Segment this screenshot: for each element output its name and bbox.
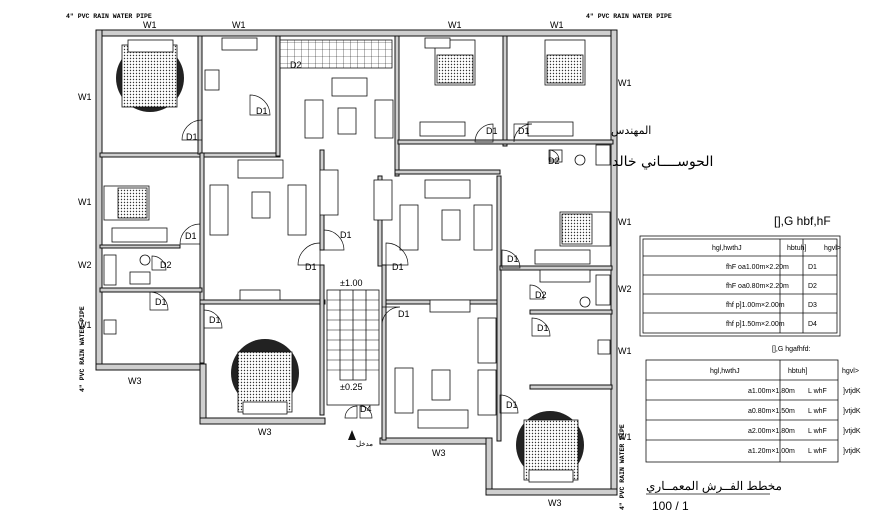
bed-top-right-2 [527, 39, 586, 137]
label-d1: D1 [155, 297, 167, 307]
windows-header-1: hgl,hwthJ [710, 368, 740, 375]
pipe-label-top-left: 4" PVC RAIN WATER PIPE [66, 13, 152, 20]
doors-row-3-code: D3 [808, 302, 817, 309]
windows-row-3-mat: ]vtjdK [843, 428, 861, 435]
label-d1: D1 [392, 262, 404, 272]
drawing-scale: 100 / 1 [652, 499, 689, 513]
windows-row-1-type: L whF [808, 388, 827, 395]
windows-row-2-mat: ]vtjdK [843, 408, 861, 415]
windows-row-2-size: a0.80m×1.50m [748, 408, 795, 415]
doors-row-1-desc: fhF oa1.00m×2.20m [726, 264, 789, 271]
doors-row-1-code: D1 [808, 264, 817, 271]
label-w3: W3 [128, 376, 142, 386]
engineer-label: المهندس [611, 124, 651, 137]
pipe-label-top-right: 4" PVC RAIN WATER PIPE [586, 13, 672, 20]
staircase [326, 289, 380, 406]
bed-top-right-1 [419, 39, 476, 137]
label-d1: D1 [506, 400, 518, 410]
windows-header-3: hgvl> [842, 368, 859, 375]
label-d1: D1 [209, 315, 221, 325]
label-d1: D1 [398, 309, 410, 319]
label-w2: W2 [78, 260, 92, 270]
bathroom-fixtures [103, 144, 611, 355]
label-w1: W1 [618, 217, 632, 227]
entrance-marker: مدخل [348, 430, 373, 448]
label-w1: W1 [78, 92, 92, 102]
label-d4: D4 [360, 404, 372, 414]
label-d2: D2 [160, 260, 172, 270]
label-d1: D1 [518, 126, 530, 136]
windows-row-3-size: a2.00m×1.80m [748, 428, 795, 435]
bed-top-left [116, 39, 184, 112]
doors-header-2: hbtuh] [787, 245, 807, 252]
label-w1: W1 [78, 320, 92, 330]
label-d1: D1 [305, 262, 317, 272]
doors-schedule: [],G hbf,hF hgl,hwthJ hbtuh] hgvl> fhF o… [639, 214, 841, 337]
label-w3: W3 [548, 498, 562, 508]
label-d1: D1 [256, 106, 268, 116]
light-well-grid [279, 39, 393, 69]
label-w1: W1 [143, 20, 157, 30]
pipe-label-right-vertical: 4" PVC RAIN WATER PIPE [619, 424, 626, 510]
label-w1: W1 [618, 432, 632, 442]
label-w1: W1 [550, 20, 564, 30]
label-d1: D1 [537, 323, 549, 333]
label-d1: D1 [185, 231, 197, 241]
doors-row-4-code: D4 [808, 321, 817, 328]
label-d1: D1 [507, 254, 519, 264]
label-w1: W1 [232, 20, 246, 30]
label-w1: W1 [618, 78, 632, 88]
doors-row-3-desc: fhf p]1.00m×2.00m [726, 302, 785, 309]
doors-row-4-desc: fhf p]1.50m×2.00m [726, 321, 785, 328]
bed-left-middle [103, 185, 168, 243]
entrance-label: مدخل [356, 440, 373, 448]
window-labels: W1 W1 W1 W1 W1 W1 W2 W1 W1 W1 W2 W1 W1 W… [78, 20, 632, 508]
windows-header-2: hbtuh] [788, 368, 808, 375]
label-d1: D1 [486, 126, 498, 136]
drawing-title: مخطط الفــرش المعمــاري [646, 479, 782, 493]
doors-row-2-desc: fhF oa0.80m×2.20m [726, 283, 789, 290]
label-w1: W1 [448, 20, 462, 30]
doors-header-1: hgl,hwthJ [712, 245, 742, 252]
windows-row-3-type: L whF [808, 428, 827, 435]
label-w3: W3 [258, 427, 272, 437]
living-room-furniture [204, 37, 497, 429]
label-w1: W1 [78, 197, 92, 207]
doors-header-3: hgvl> [824, 245, 841, 252]
level-upper: ±1.00 [340, 278, 362, 288]
label-w1: W1 [618, 346, 632, 356]
windows-row-2-type: L whF [808, 408, 827, 415]
windows-row-4-size: a1.20m×1.00m [748, 448, 795, 455]
windows-schedule: [],G hgafhfd: hgl,hwthJ hbtuh] hgvl> a1.… [645, 346, 861, 463]
windows-row-4-mat: ]vtjdK [843, 448, 861, 455]
engineer-name: الحوســــاني خالد [612, 154, 713, 170]
label-w3: W3 [432, 448, 446, 458]
bed-bottom-center [231, 339, 299, 415]
windows-row-1-size: a1.00m×1.80m [748, 388, 795, 395]
pipe-labels: 4" PVC RAIN WATER PIPE 4" PVC RAIN WATER… [66, 13, 672, 510]
outer-walls [95, 29, 618, 496]
bed-right-middle [534, 211, 611, 265]
windows-row-4-type: L whF [808, 448, 827, 455]
doors-row-2-code: D2 [808, 283, 817, 290]
windows-table-title: [],G hgafhfd: [772, 346, 811, 353]
label-d2: D2 [290, 60, 302, 70]
level-lower: ±0.25 [340, 382, 362, 392]
doors-table-title: [],G hbf,hF [774, 214, 831, 228]
label-d1: D1 [186, 132, 198, 142]
bed-bottom-right [516, 411, 584, 483]
label-d2: D2 [535, 290, 547, 300]
label-d1: D1 [340, 230, 352, 240]
windows-row-1-mat: ]vtjdK [843, 388, 861, 395]
pipe-label-left-vertical: 4" PVC RAIN WATER PIPE [79, 306, 86, 392]
doors [149, 94, 560, 419]
label-w2: W2 [618, 284, 632, 294]
label-d2: D2 [548, 156, 560, 166]
